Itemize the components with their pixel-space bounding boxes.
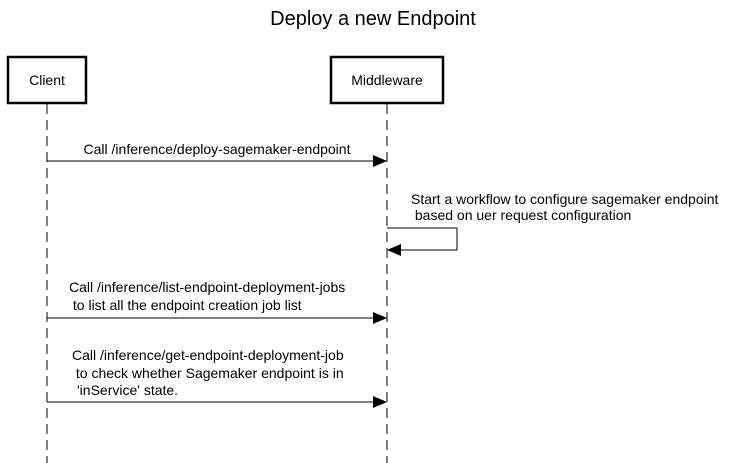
message-label: Call /inference/get-endpoint-deployment-… xyxy=(72,347,344,363)
participant-label: Client xyxy=(29,72,65,88)
message-label: Call /inference/list-endpoint-deployment… xyxy=(69,279,345,295)
message-deploy-endpoint: Call /inference/deploy-sagemaker-endpoin… xyxy=(47,141,387,167)
participant-client: Client xyxy=(6,55,88,105)
message-label: Start a workflow to configure sagemaker … xyxy=(411,191,718,207)
participant-label: Middleware xyxy=(351,72,423,88)
diagram-title: Deploy a new Endpoint xyxy=(270,8,476,30)
participant-middleware: Middleware xyxy=(329,55,445,105)
message-label: to check whether Sagemaker endpoint is i… xyxy=(72,365,344,381)
message-start-workflow: Start a workflow to configure sagemaker … xyxy=(387,191,718,256)
message-label: 'inService' state. xyxy=(77,382,178,398)
message-label: to list all the endpoint creation job li… xyxy=(69,297,302,313)
message-get-deployment-job: Call /inference/get-endpoint-deployment-… xyxy=(47,347,387,408)
message-list-deployment-jobs: Call /inference/list-endpoint-deployment… xyxy=(47,279,387,324)
message-label: Call /inference/deploy-sagemaker-endpoin… xyxy=(84,141,351,157)
self-message-arrow xyxy=(387,227,458,256)
message-label: based on uer request configuration xyxy=(411,207,631,223)
